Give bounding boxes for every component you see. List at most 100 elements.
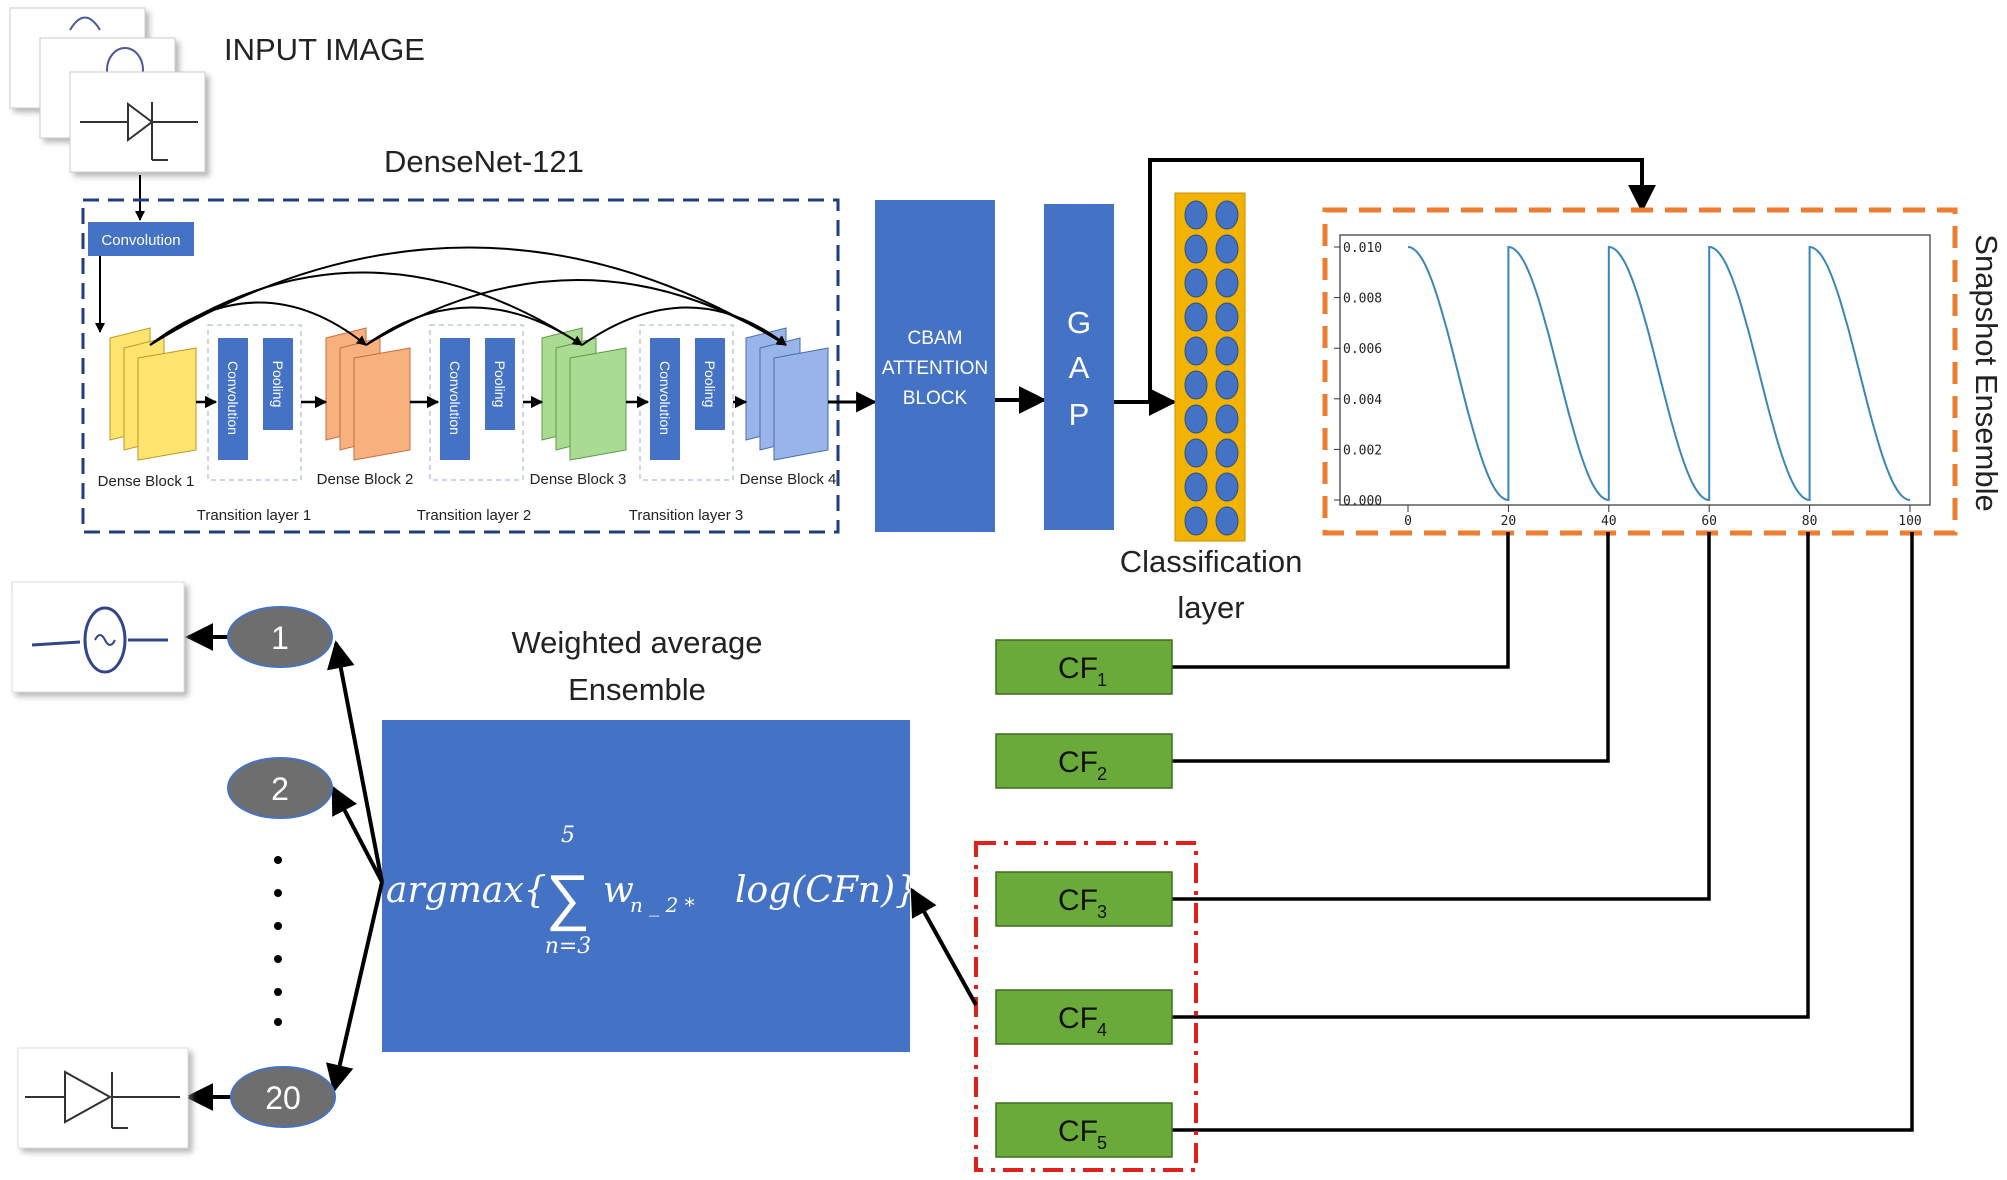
chart-series-line [1407, 245, 1911, 502]
output-image-diode [17, 1047, 189, 1149]
dense-block-3 [541, 327, 627, 461]
dense-skip-connections [149, 246, 787, 346]
arrow-cf-to-ensemble [910, 887, 978, 1006]
checkpoint-box [995, 989, 1173, 1045]
chart-xtick-label: 40 [1601, 514, 1617, 529]
connector-cf2 [1172, 532, 1610, 763]
dense-block-2 [325, 327, 411, 461]
transition-2-conv [440, 338, 470, 460]
checkpoint-subscript: 4 [1097, 1020, 1107, 1040]
formula-log: log(CFn)} [735, 870, 918, 911]
classification-label-line-1: Classification [1120, 544, 1303, 579]
checkpoint-label: CF [1058, 746, 1098, 779]
classification-node [1184, 302, 1208, 332]
checkpoint-connectors [1172, 532, 1914, 1132]
classification-node [1215, 438, 1239, 468]
transition-3-conv [650, 338, 680, 460]
checkpoint-box [995, 1102, 1173, 1158]
connector-cf3 [1172, 532, 1711, 901]
classification-node [1184, 438, 1208, 468]
chart-ytick-label: 0.006 [1343, 342, 1382, 357]
input-image-label: INPUT IMAGE [224, 32, 425, 67]
dense-block-1-label: Dense Block 1 [98, 473, 195, 490]
transition-1-conv [218, 338, 248, 460]
arrow-gap-to-snapshot [1148, 158, 1656, 402]
output-node-2-label: 2 [271, 771, 289, 807]
dense-block-2-label: Dense Block 2 [317, 471, 414, 488]
classification-nodes [1184, 200, 1239, 536]
checkpoint-subscript: 1 [1097, 670, 1107, 690]
chart-xtick-label: 60 [1701, 514, 1717, 529]
input-card-front-diode [69, 71, 206, 173]
dense-block-4 [745, 327, 829, 461]
transition-2-pool-label: Pooling [492, 361, 508, 408]
transition-1-pool-label: Pooling [270, 361, 286, 408]
transition-2-conv-label: Convolution [447, 361, 463, 435]
chart-ytick-label: 0.010 [1343, 241, 1382, 256]
transition-layer-1: Convolution Pooling [207, 324, 302, 481]
transition-3-pool-label: Pooling [702, 361, 718, 408]
checkpoint-box [995, 639, 1173, 695]
chart-ytick-label: 0.008 [1343, 292, 1382, 307]
classification-node [1184, 404, 1208, 434]
classification-node [1215, 370, 1239, 400]
cbam-label-line-1: CBAM [908, 328, 963, 349]
chart-ytick-label: 0.004 [1343, 393, 1382, 408]
output-node-20-label: 20 [265, 1080, 301, 1116]
transition-layer-2-label: Transition layer 2 [417, 507, 532, 524]
gap-letter-g: G [1067, 305, 1091, 340]
classification-node [1184, 370, 1208, 400]
input-image-stack [9, 7, 206, 173]
transition-layer-1-label: Transition layer 1 [197, 507, 312, 524]
gap-letter-a: A [1069, 350, 1090, 385]
cbam-attention-block [875, 200, 995, 532]
formula-term: w [603, 870, 634, 911]
transition-3-pool [695, 338, 725, 430]
classification-node [1184, 268, 1208, 298]
cbam-label-line-2: ATTENTION [882, 358, 988, 379]
cbam-label-line-3: BLOCK [903, 388, 968, 409]
output-image-ac-source [11, 581, 185, 693]
output-arrows [185, 623, 384, 1111]
checkpoint-subscript: 3 [1097, 902, 1107, 922]
transition-layer-2: Convolution Pooling [429, 324, 524, 481]
classification-node [1215, 336, 1239, 366]
classification-node [1215, 268, 1239, 298]
transition-2-pool [485, 338, 515, 430]
transition-layer-3-label: Transition layer 3 [629, 507, 744, 524]
convolution-block [88, 222, 194, 256]
classification-label-line-2: layer [1177, 590, 1244, 625]
classification-node [1184, 506, 1208, 536]
classification-node [1184, 336, 1208, 366]
classification-node [1215, 506, 1239, 536]
classification-node [1215, 200, 1239, 230]
densenet-title: DenseNet-121 [384, 144, 584, 179]
classification-node [1215, 472, 1239, 502]
checkpoint-subscript: 5 [1097, 1133, 1107, 1153]
chart-xtick-label: 20 [1501, 514, 1517, 529]
output-node-2: 2 [227, 757, 333, 819]
connector-cf1 [1172, 532, 1510, 669]
dense-block-3-label: Dense Block 3 [530, 471, 627, 488]
checkpoint-subscript: 2 [1097, 764, 1107, 784]
transition-3-conv-label: Convolution [657, 361, 673, 435]
checkpoint-label: CF [1058, 1115, 1098, 1148]
ensemble-title-line-2: Ensemble [568, 672, 706, 707]
ensemble-title-line-1: Weighted average [511, 625, 762, 660]
checkpoint-label: CF [1058, 652, 1098, 685]
densenet-dashed-frame [81, 198, 840, 534]
chart-xtick-label: 80 [1802, 514, 1818, 529]
selected-checkpoints-frame [974, 841, 1198, 1172]
chart-ytick-label: 0.002 [1343, 443, 1382, 458]
formula-sigma: ∑ [546, 863, 590, 932]
classification-node [1184, 472, 1208, 502]
dense-block-4-label: Dense Block 4 [740, 471, 837, 488]
classification-node [1184, 234, 1208, 264]
chart-xtick-label: 100 [1898, 514, 1921, 529]
formula-sum-upper: 5 [561, 823, 575, 848]
